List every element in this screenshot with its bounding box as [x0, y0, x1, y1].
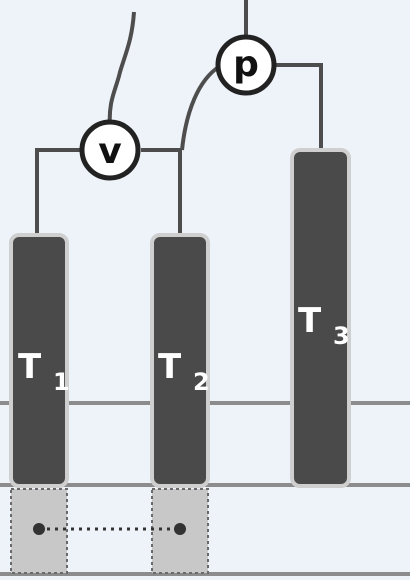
node-v-label: v — [98, 131, 121, 172]
wire-v-to-t1 — [35, 148, 80, 235]
terminal-t2-bar — [150, 233, 210, 488]
leaf-dot-t2 — [174, 523, 186, 535]
node-v-circle — [79, 119, 141, 181]
wire-p-to-t3 — [272, 63, 323, 150]
terminal-t1-subscript: 1 — [53, 368, 70, 396]
node-p: p — [215, 34, 277, 96]
terminal-t3-bar — [290, 148, 351, 488]
node-p-label: p — [233, 44, 259, 85]
leaf-dot-t1 — [33, 523, 45, 535]
wire-v-upward — [107, 11, 136, 129]
wire-v-to-t2 — [141, 148, 182, 235]
terminal-t3-label: T 3 — [298, 301, 350, 350]
node-v: v — [79, 119, 141, 181]
terminal-t1-label: T 1 — [18, 347, 70, 396]
terminal-t3-subscript: 3 — [333, 322, 350, 350]
terminal-t2-label: T 2 — [158, 347, 210, 396]
wire-p-to-t2 — [180, 64, 222, 151]
terminal-t1-bar — [9, 233, 69, 488]
node-p-circle — [215, 34, 277, 96]
terminal-t2-subscript: 2 — [193, 368, 210, 396]
